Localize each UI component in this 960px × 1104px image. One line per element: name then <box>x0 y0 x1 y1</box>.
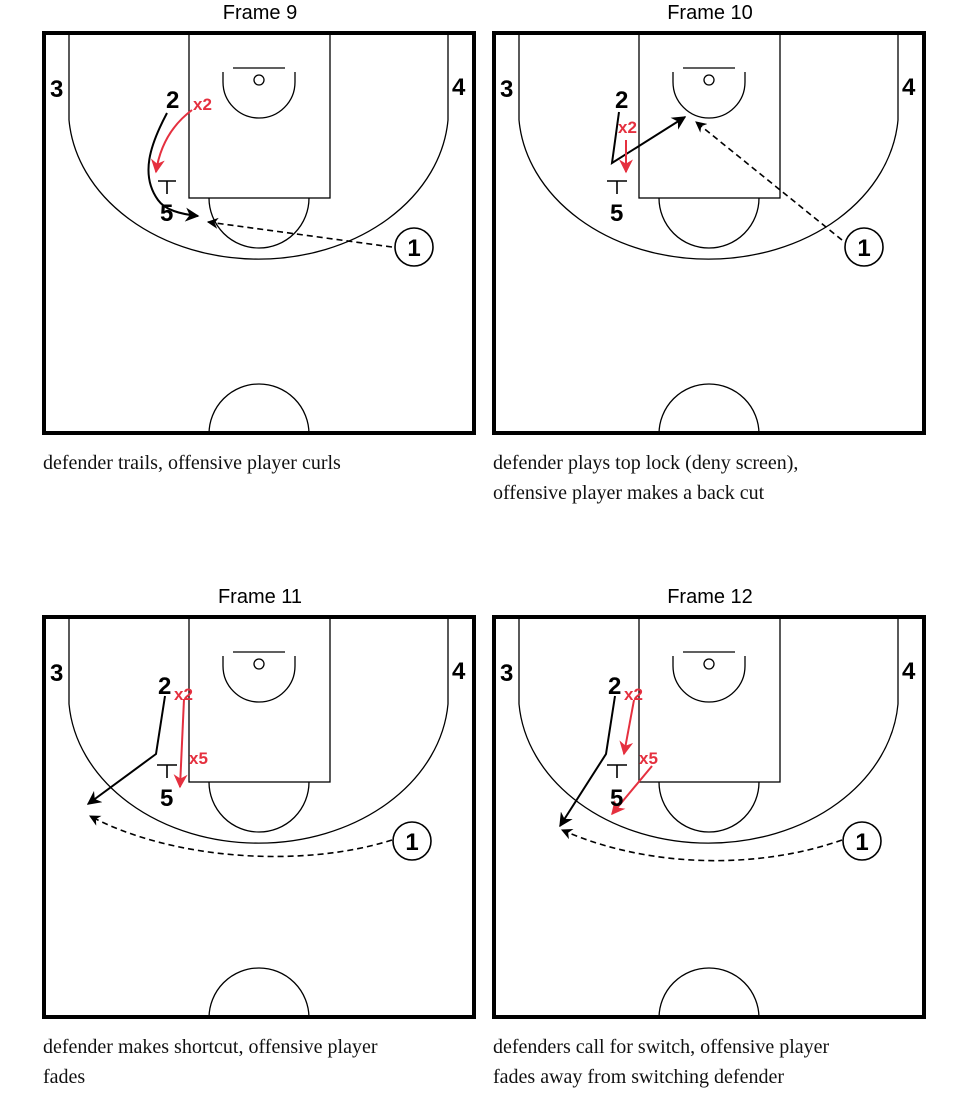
frame-caption: defender makes shortcut, offensive playe… <box>43 1036 378 1088</box>
frame-9-panel: Frame 9 3 4 2 5 x2 1 defender trails, <box>40 0 480 480</box>
frame-title: Frame 12 <box>667 586 753 608</box>
player-3: 3 <box>50 76 63 103</box>
frame-caption: defender plays top lock (deny screen), o… <box>493 452 799 504</box>
screen-symbol <box>158 180 176 194</box>
player-3: 3 <box>50 660 63 687</box>
court-boundary <box>42 615 476 1019</box>
offense-fade-path <box>86 695 166 805</box>
player-5: 5 <box>610 200 623 227</box>
player-1-circle <box>842 821 882 861</box>
defender-x5: x5 <box>189 749 208 768</box>
defender-shortcut-path <box>173 698 188 789</box>
player-4: 4 <box>902 658 916 685</box>
pass-line <box>206 217 393 248</box>
player-2: 2 <box>166 87 179 114</box>
pass-line <box>695 121 843 241</box>
court-lines <box>68 615 449 1019</box>
player-3: 3 <box>500 76 513 103</box>
player-1-circle <box>844 227 884 267</box>
defender-trail-path <box>150 109 193 174</box>
frame-title: Frame 11 <box>217 586 303 608</box>
screen-symbol <box>157 764 177 778</box>
court-diagram: 3 4 2 5 x2 1 <box>492 31 926 435</box>
frame-11-panel: Frame 11 3 4 2 5 x2 x5 1 defender ma <box>40 584 480 1104</box>
frame-10-panel: Frame 10 3 4 2 5 x2 1 defender plays top… <box>490 0 930 520</box>
defender-x2: x2 <box>193 95 212 114</box>
player-4: 4 <box>452 74 466 101</box>
offense-backcut-path <box>610 111 687 165</box>
player-4: 4 <box>902 74 916 101</box>
defender-x5-switch-path <box>611 765 653 816</box>
frame-title: Frame 9 <box>222 2 298 24</box>
player-2: 2 <box>158 673 171 700</box>
player-5: 5 <box>610 785 623 812</box>
court-diagram: 3 4 2 5 x2 x5 1 <box>492 615 926 1019</box>
screen-symbol <box>607 180 627 194</box>
frame-caption: defenders call for switch, offensive pla… <box>493 1036 830 1088</box>
player-1: 1 <box>857 235 870 262</box>
court-diagram: 3 4 2 5 x2 1 <box>42 31 476 435</box>
player-1-circle <box>394 227 434 267</box>
frame-caption: defender trails, offensive player curls <box>43 452 341 474</box>
player-1: 1 <box>855 829 868 856</box>
player-1-circle <box>392 821 432 861</box>
defender-x2-path <box>619 699 635 756</box>
player-1: 1 <box>407 235 420 262</box>
screen-symbol <box>607 764 627 778</box>
player-4: 4 <box>452 658 466 685</box>
player-2: 2 <box>608 673 621 700</box>
defender-x2: x2 <box>174 685 193 704</box>
defender-x2: x2 <box>624 685 643 704</box>
player-3: 3 <box>500 660 513 687</box>
court-boundary <box>492 31 926 435</box>
player-1: 1 <box>405 829 418 856</box>
court-boundary <box>492 615 926 1019</box>
player-5: 5 <box>160 785 173 812</box>
offense-curl-path <box>147 112 200 222</box>
frame-title: Frame 10 <box>667 2 753 24</box>
player-2: 2 <box>615 87 628 114</box>
defender-x2: x2 <box>618 118 637 137</box>
court-lines <box>518 31 899 435</box>
defender-x5: x5 <box>639 749 658 768</box>
frame-12-panel: Frame 12 3 4 2 5 x2 x5 1 defend <box>490 584 930 1104</box>
court-boundary <box>42 31 476 435</box>
court-lines <box>518 615 899 1019</box>
offense-fade-path <box>559 695 616 828</box>
court-diagram: 3 4 2 5 x2 x5 1 <box>42 615 476 1019</box>
pass-line <box>560 828 843 862</box>
court-lines <box>68 31 449 435</box>
pass-line <box>89 815 393 858</box>
player-5: 5 <box>160 200 173 227</box>
